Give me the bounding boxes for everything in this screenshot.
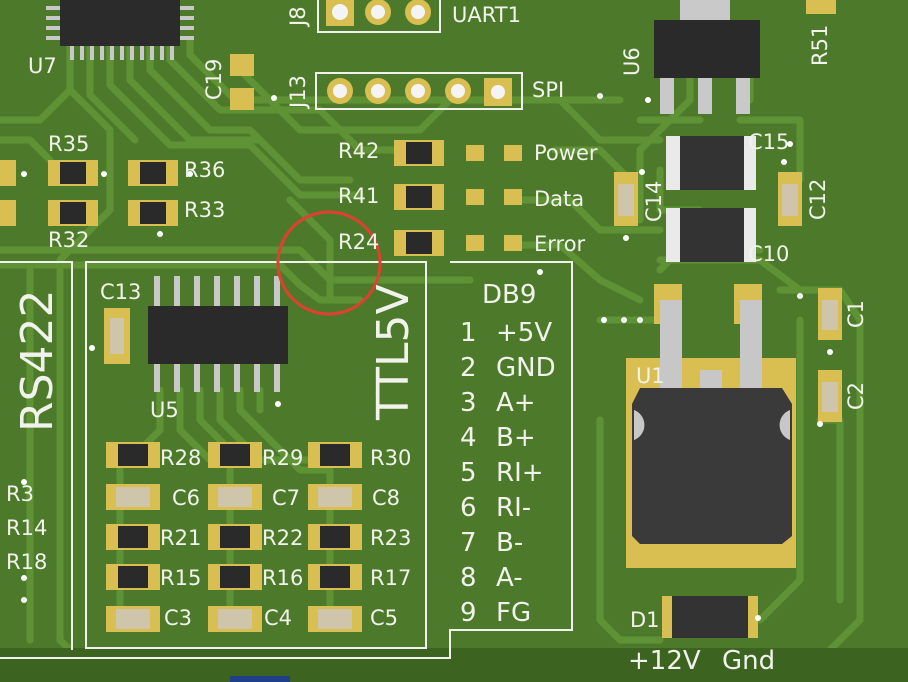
- db9-pin-name: RI-: [496, 493, 532, 523]
- db9-pin-number: 6: [460, 493, 477, 523]
- label-u5: U5: [150, 398, 179, 422]
- label-r18: R18: [6, 550, 48, 574]
- label-j13: J13: [286, 75, 310, 108]
- db9-pin-number: 4: [460, 423, 477, 453]
- label-plus12v: +12V: [628, 646, 701, 676]
- label-j8: J8: [286, 6, 310, 26]
- db9-pin-number: 8: [460, 563, 477, 593]
- label-c5: C5: [370, 606, 399, 630]
- label-r28: R28: [160, 446, 202, 470]
- label-c14: C14: [642, 180, 666, 222]
- db9-pin-name: GND: [496, 353, 556, 383]
- label-r32: R32: [48, 228, 90, 252]
- d1-diode: [662, 596, 758, 638]
- label-r15: R15: [160, 566, 202, 590]
- db9-pin-name: B+: [496, 423, 536, 453]
- label-c12: C12: [806, 178, 830, 220]
- db9-pin-name: RI+: [496, 458, 544, 488]
- db9-pin-name: +5V: [496, 318, 553, 348]
- label-d1: D1: [630, 608, 660, 632]
- label-uart1: UART1: [452, 3, 521, 27]
- db9-pin-name: B-: [496, 528, 524, 558]
- label-r24: R24: [338, 230, 380, 254]
- header-j8: [326, 0, 431, 26]
- label-rs422: RS422: [12, 289, 63, 432]
- db9-pin-number: 1: [460, 318, 477, 348]
- label-r42: R42: [338, 139, 380, 163]
- label-r33: R33: [184, 198, 226, 222]
- label-c15: C15: [748, 130, 790, 154]
- vias: [21, 93, 833, 621]
- db9-pin-name: FG: [496, 598, 532, 628]
- label-c4: C4: [264, 606, 293, 630]
- label-r16: R16: [262, 566, 304, 590]
- u7-ic: [46, 0, 194, 60]
- small-caps: [614, 172, 842, 422]
- label-r35: R35: [48, 132, 90, 156]
- highlight-circle: [276, 210, 382, 316]
- u1-regulator: [626, 284, 796, 568]
- upper-left-resistors: [0, 160, 178, 226]
- label-u7: U7: [28, 54, 57, 78]
- u5-ic: [148, 276, 288, 392]
- label-r51: R51: [808, 24, 832, 66]
- c19: [230, 54, 254, 110]
- label-r23: R23: [370, 526, 412, 550]
- label-c2: C2: [844, 381, 868, 410]
- header-j13: [327, 78, 512, 106]
- label-spi: SPI: [532, 78, 565, 102]
- u6-regulator: [654, 0, 760, 114]
- label-r17: R17: [370, 566, 412, 590]
- label-db9: DB9: [482, 280, 537, 310]
- label-c8: C8: [372, 486, 401, 510]
- label-c19: C19: [202, 58, 226, 100]
- label-r3: R3: [6, 482, 34, 506]
- label-r21: R21: [160, 526, 202, 550]
- db9-pin-number: 9: [460, 598, 477, 628]
- db9-pin-name: A-: [496, 563, 523, 593]
- label-data: Data: [534, 187, 585, 211]
- c15-c10: [666, 136, 756, 262]
- label-ttl5v: TTL5V: [368, 284, 419, 420]
- label-r36: R36: [184, 158, 226, 182]
- passive-grid: [106, 442, 362, 632]
- label-r41: R41: [338, 184, 380, 208]
- db9-pin-number: 5: [460, 458, 477, 488]
- label-c6: C6: [172, 486, 201, 510]
- db9-pin-name: A+: [496, 388, 536, 418]
- label-c1: C1: [844, 299, 868, 328]
- label-r29: R29: [262, 446, 304, 470]
- label-error: Error: [534, 232, 586, 256]
- label-r14: R14: [6, 516, 48, 540]
- silkscreen-frames: [0, 0, 573, 659]
- label-gnd: Gnd: [722, 646, 776, 676]
- label-u1: U1: [636, 364, 665, 388]
- label-c3: C3: [164, 606, 193, 630]
- label-c10: C10: [748, 242, 790, 266]
- label-u6: U6: [620, 47, 644, 76]
- label-c7: C7: [272, 486, 301, 510]
- led-section: [394, 140, 522, 256]
- label-c13: C13: [100, 280, 142, 304]
- db9-pin-number: 3: [460, 388, 477, 418]
- label-r30: R30: [370, 446, 412, 470]
- db9-pin-number: 2: [460, 353, 477, 383]
- db9-pin-number: 7: [460, 528, 477, 558]
- label-r22: R22: [262, 526, 304, 550]
- label-power: Power: [534, 141, 598, 165]
